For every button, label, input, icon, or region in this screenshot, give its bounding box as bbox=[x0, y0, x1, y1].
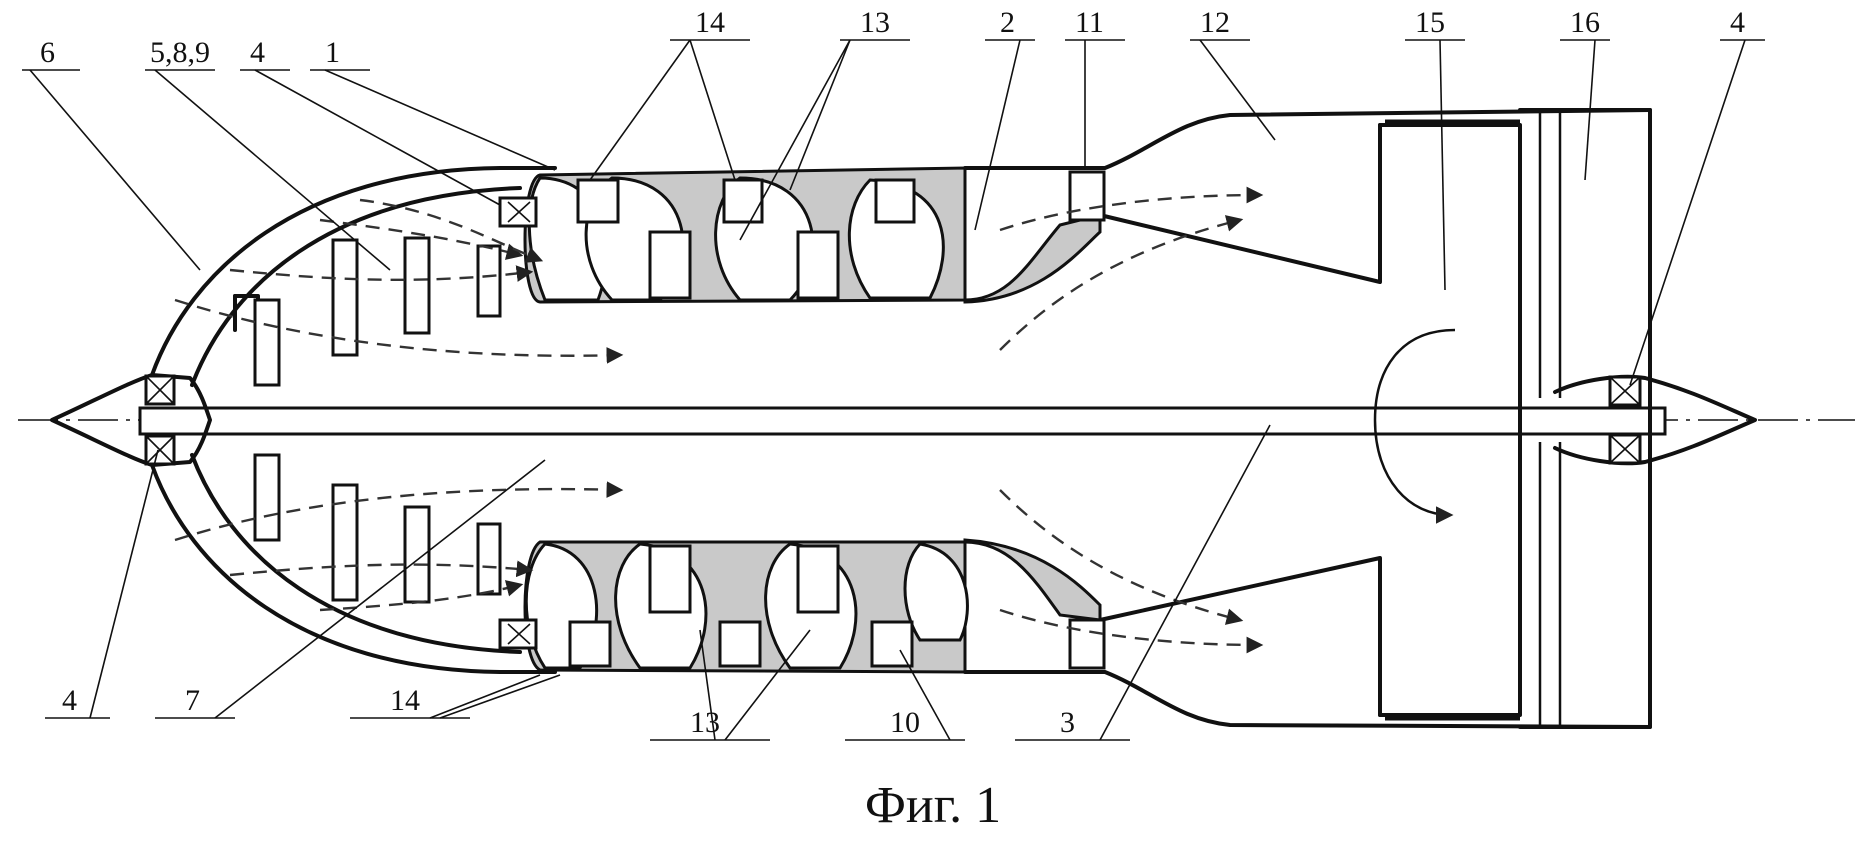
label-10: 10 bbox=[890, 706, 920, 739]
turbine-15 bbox=[1378, 119, 1522, 721]
label-13-bottom: 13 bbox=[690, 706, 720, 739]
label-3: 3 bbox=[1060, 706, 1075, 739]
label-7: 7 bbox=[185, 684, 200, 717]
rotor-upper bbox=[498, 166, 967, 304]
compressor-lower bbox=[253, 453, 502, 604]
front-bearing-top bbox=[144, 374, 176, 406]
rear-bearing-bottom bbox=[1608, 433, 1642, 465]
compressor-upper bbox=[233, 236, 502, 387]
flow-lines bbox=[174, 186, 1264, 654]
label-13-top: 13 bbox=[860, 6, 890, 39]
label-14-top: 14 bbox=[695, 6, 725, 39]
duct-lower bbox=[963, 538, 1652, 729]
outer-casing bbox=[150, 166, 557, 674]
label-5-8-9: 5,8,9 bbox=[150, 36, 210, 69]
shaft bbox=[138, 406, 1667, 436]
front-spinner bbox=[50, 373, 212, 467]
label-4-bottom-left: 4 bbox=[62, 684, 77, 717]
label-14-bottom: 14 bbox=[390, 684, 420, 717]
rear-bearing-top bbox=[1608, 375, 1642, 407]
label-16: 16 bbox=[1570, 6, 1600, 39]
label-11: 11 bbox=[1075, 6, 1104, 39]
label-15: 15 bbox=[1415, 6, 1445, 39]
duct-upper bbox=[963, 108, 1652, 304]
label-4-top-left: 4 bbox=[250, 36, 265, 69]
front-bearing-bottom bbox=[144, 434, 176, 466]
figure-caption: Фиг. 1 bbox=[865, 777, 1001, 834]
leader-lines bbox=[22, 39, 1765, 741]
label-4-top-right: 4 bbox=[1730, 6, 1745, 39]
rotation-arrow bbox=[1373, 328, 1456, 524]
turbine-16 bbox=[1518, 108, 1652, 729]
rotor-lower bbox=[498, 540, 969, 674]
label-2: 2 bbox=[1000, 6, 1015, 39]
label-1: 1 bbox=[325, 36, 340, 69]
label-12: 12 bbox=[1200, 6, 1230, 39]
inner-casing bbox=[190, 186, 522, 654]
label-6: 6 bbox=[40, 36, 55, 69]
